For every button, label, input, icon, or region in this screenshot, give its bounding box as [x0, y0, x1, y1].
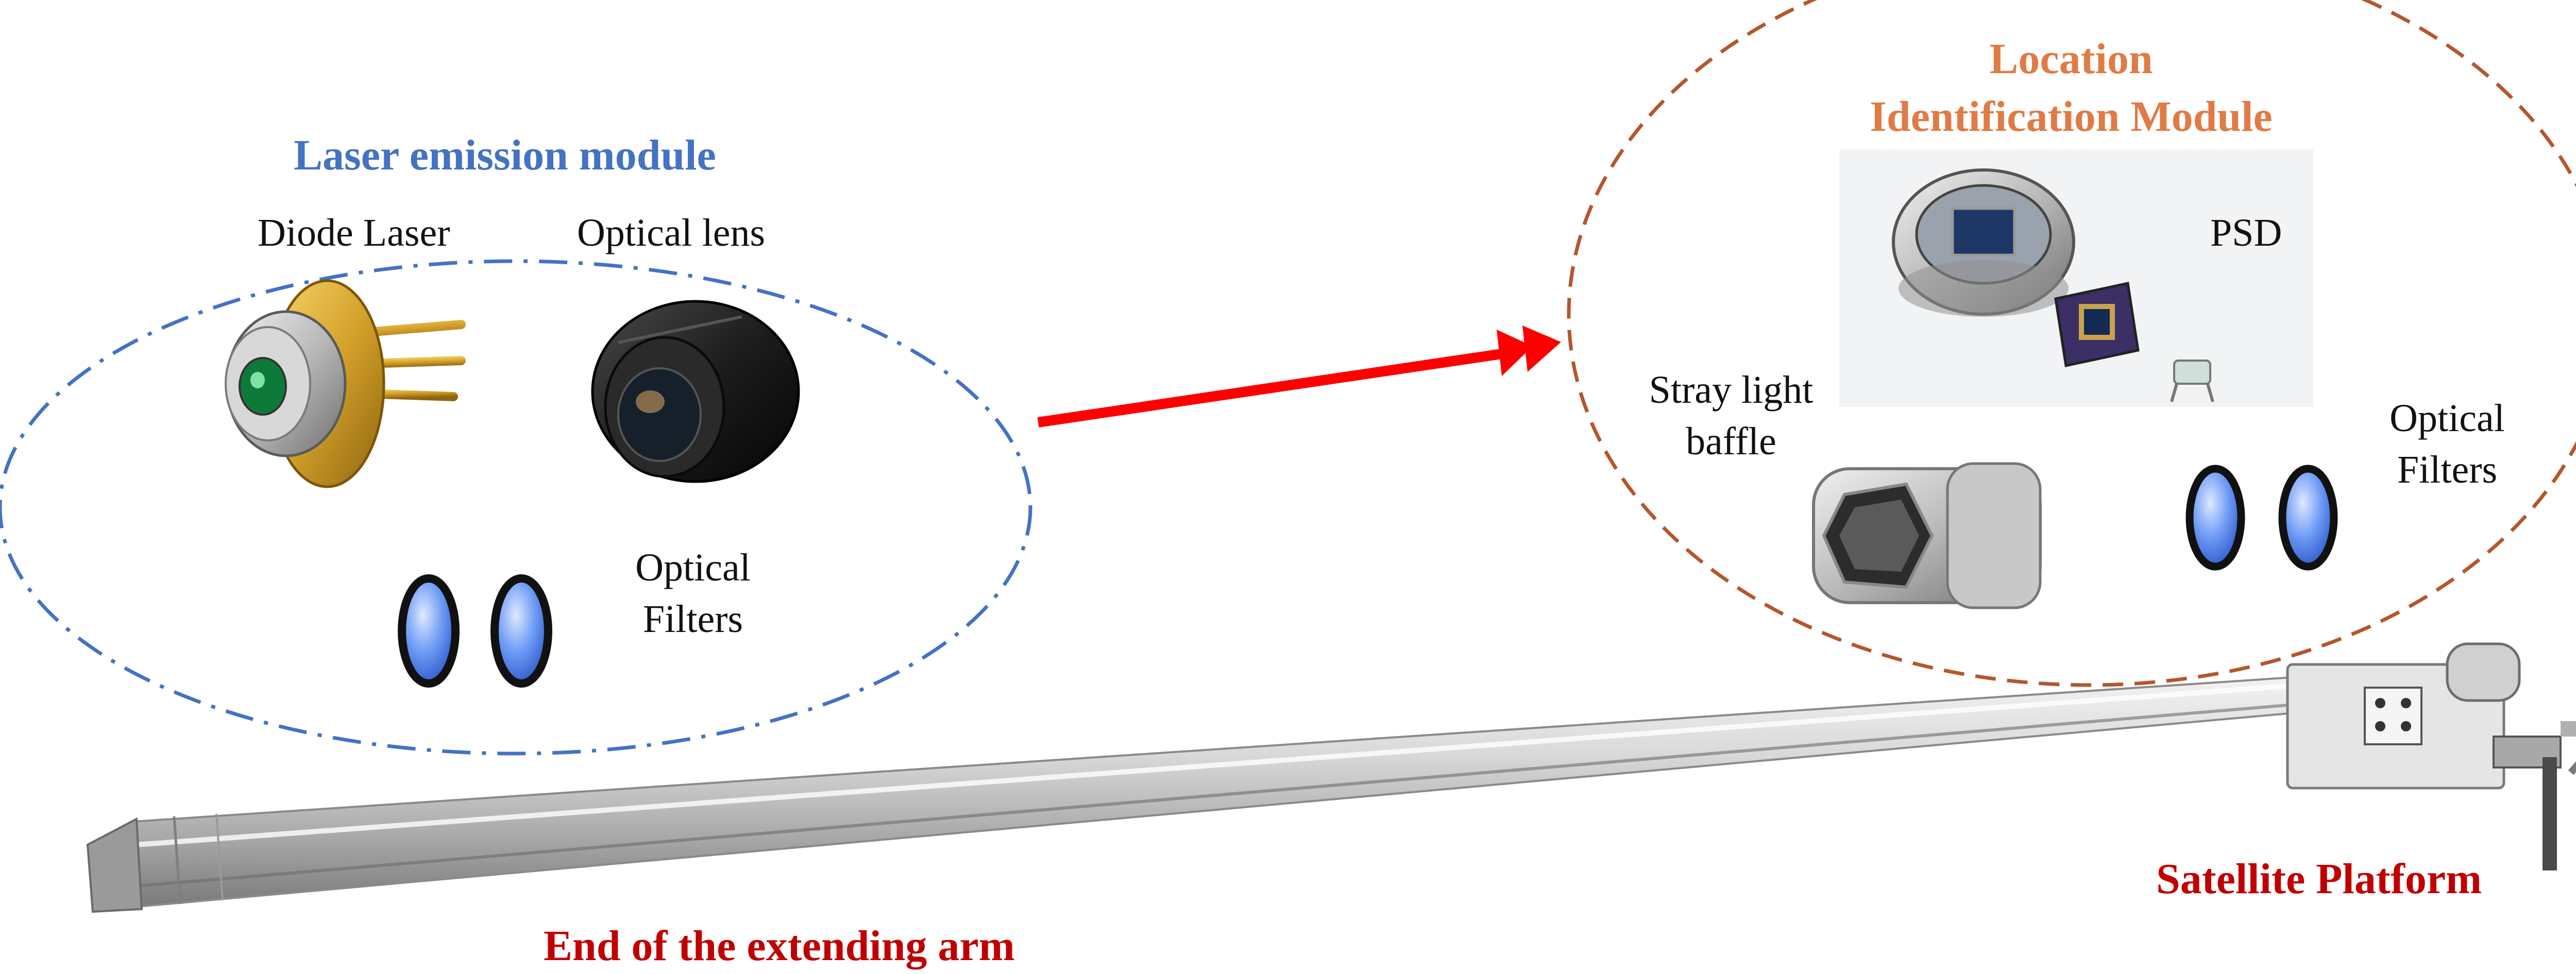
psd-sensor-icon — [1839, 149, 2313, 407]
diode-laser-icon — [225, 279, 466, 488]
laser-module-title: Laser emission module — [294, 131, 716, 179]
laser-filters-label-line1: Optical — [635, 546, 751, 589]
optical-filter-icon — [2185, 465, 2338, 571]
laser-beam-arrow-icon — [1037, 326, 1561, 428]
location-module-title-line2: Identification Module — [1870, 93, 2273, 141]
satellite-platform-label: Satellite Platform — [2156, 855, 2482, 903]
baffle-label-line2: baffle — [1686, 420, 1776, 463]
psd-label: PSD — [2210, 211, 2282, 254]
laser-module-boundary — [0, 259, 1032, 756]
location-filters-label-line2: Filters — [2397, 448, 2498, 491]
extending-arm-icon — [86, 671, 2377, 913]
location-module-boundary — [1567, 0, 2576, 687]
location-module-title-line1: Location — [1989, 35, 2153, 83]
optical-lens-label: Optical lens — [577, 211, 766, 254]
arm-end-label: End of the extending arm — [544, 922, 1015, 970]
baffle-label-line1: Stray light — [1649, 368, 1814, 412]
stray-light-baffle-icon — [1812, 462, 2042, 609]
optical-filter-icon — [398, 574, 552, 688]
diode-laser-label: Diode Laser — [258, 211, 450, 254]
location-filters-label-line1: Optical — [2389, 397, 2505, 440]
satellite-platform-mount-icon — [2286, 642, 2576, 870]
laser-filters-label-line2: Filters — [642, 597, 743, 641]
optical-lens-icon — [591, 300, 800, 483]
